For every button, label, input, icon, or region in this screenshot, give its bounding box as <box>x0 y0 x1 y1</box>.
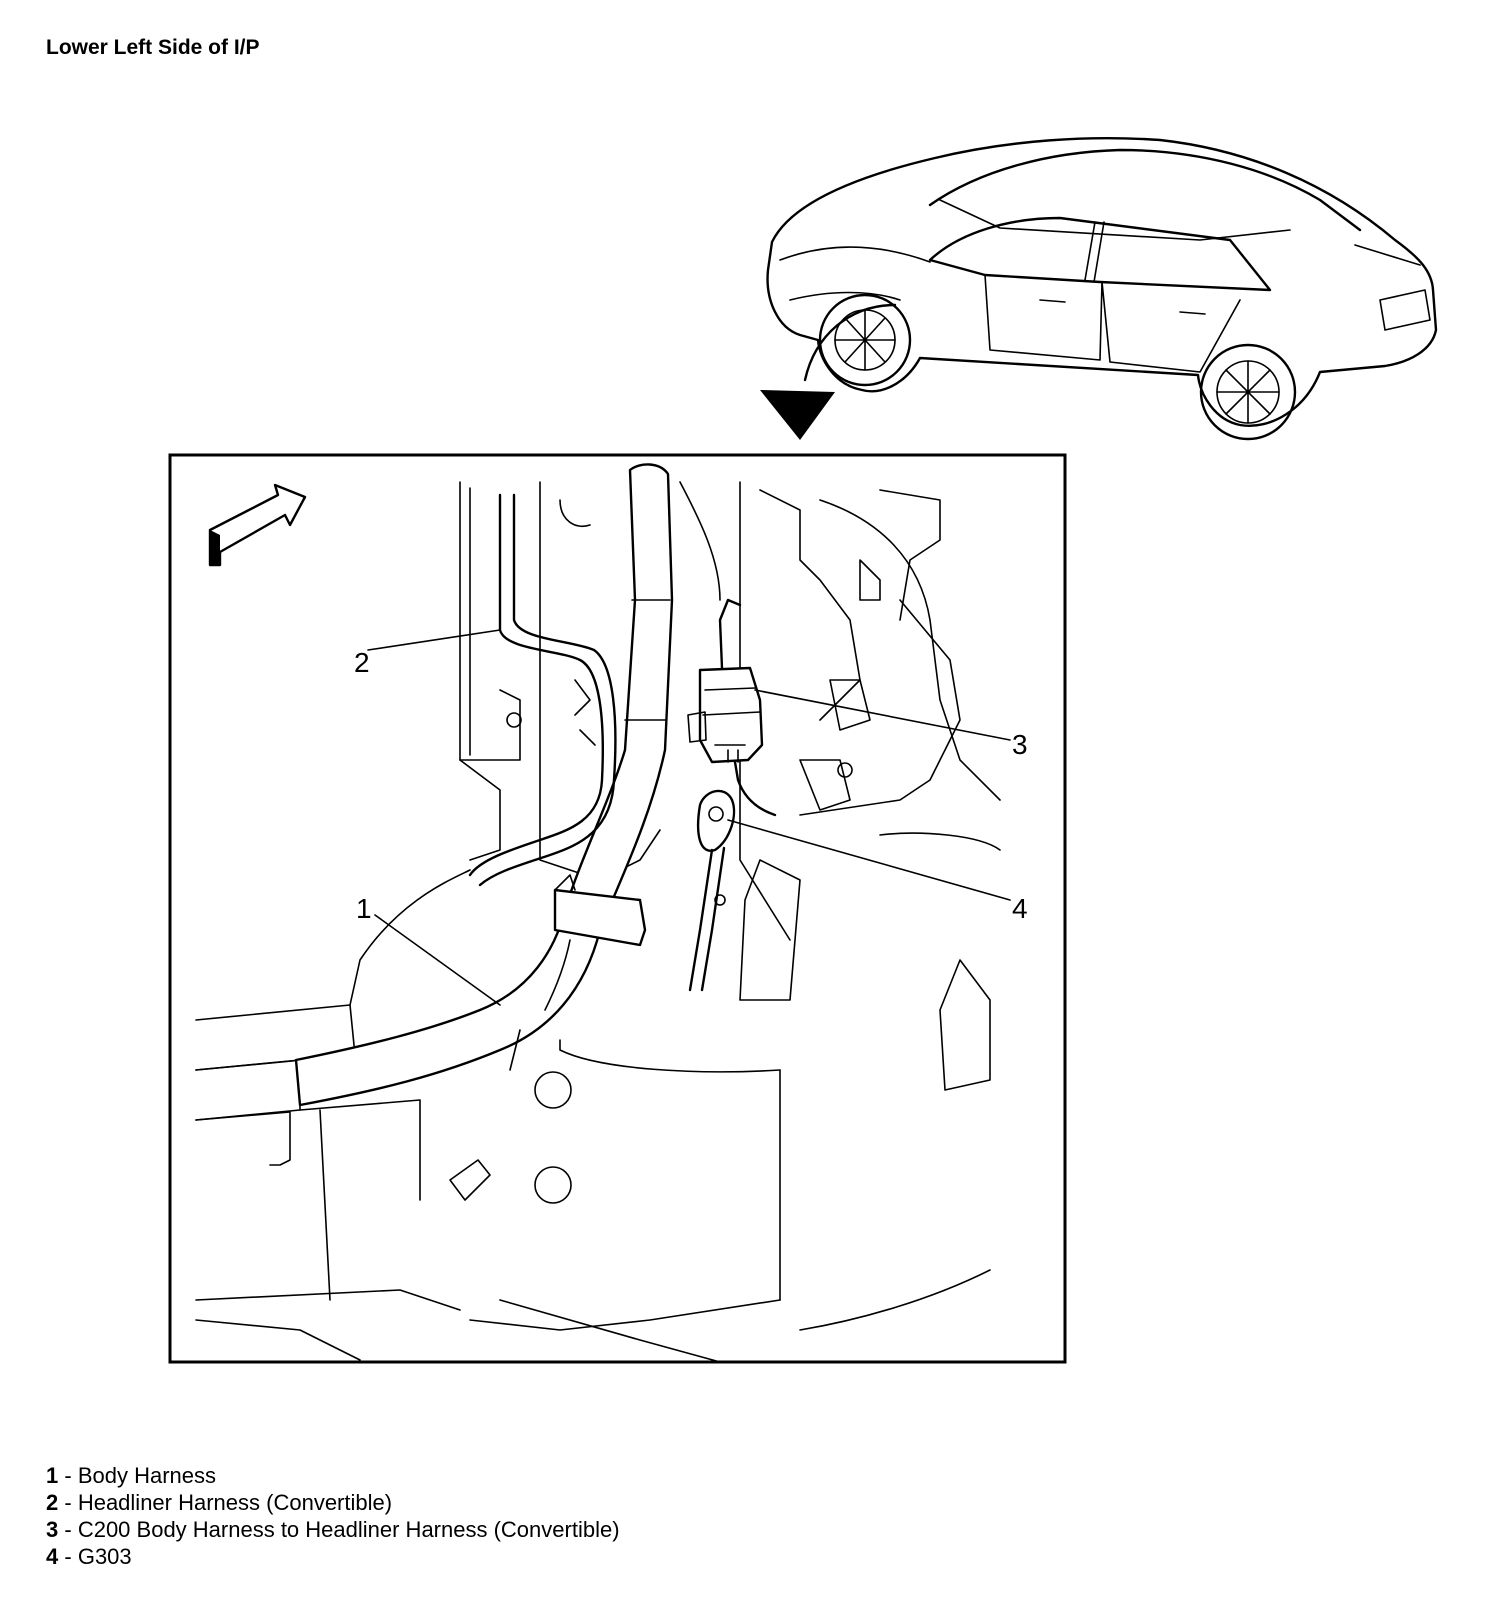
legend-separator: - <box>64 1463 72 1488</box>
legend-number: 3 <box>46 1517 59 1542</box>
legend-text: G303 <box>77 1544 132 1569</box>
leader-lines <box>367 629 1011 1006</box>
legend-item: 2 - Headliner Harness (Convertible) <box>46 1489 620 1516</box>
callout-number-2: 2 <box>354 647 370 678</box>
headliner-harness <box>468 493 617 887</box>
g303-ground <box>688 789 736 992</box>
legend-text: Body Harness <box>77 1463 217 1488</box>
legend-item: 3 - C200 Body Harness to Headliner Harne… <box>46 1516 620 1543</box>
callout-number-1: 1 <box>356 893 372 924</box>
vehicle-locator-icon <box>760 136 1438 441</box>
floor-sill <box>195 869 991 1363</box>
legend-number: 2 <box>46 1490 59 1515</box>
page-title: Lower Left Side of I/P <box>46 36 260 59</box>
callout-number-4: 4 <box>1012 893 1028 924</box>
legend-item: 4 - G303 <box>46 1543 620 1570</box>
callout-number-3: 3 <box>1012 729 1028 760</box>
legend-item: 1 - Body Harness <box>46 1462 620 1489</box>
direction-arrow-icon <box>208 483 307 567</box>
legend-number: 4 <box>46 1544 59 1569</box>
body-harness <box>294 463 674 1107</box>
legend-text: Headliner Harness (Convertible) <box>77 1490 393 1515</box>
legend-separator: - <box>64 1544 72 1569</box>
legend-separator: - <box>64 1490 72 1515</box>
pillar-structure <box>459 481 1001 1091</box>
detail-frame <box>168 453 1067 1364</box>
c200-connector <box>687 598 777 817</box>
legend-text: C200 Body Harness to Headliner Harness (… <box>77 1517 620 1542</box>
legend-separator: - <box>64 1517 72 1542</box>
legend-number: 1 <box>46 1463 59 1488</box>
callout-legend: 1 - Body Harness 2 - Headliner Harness (… <box>46 1462 620 1570</box>
